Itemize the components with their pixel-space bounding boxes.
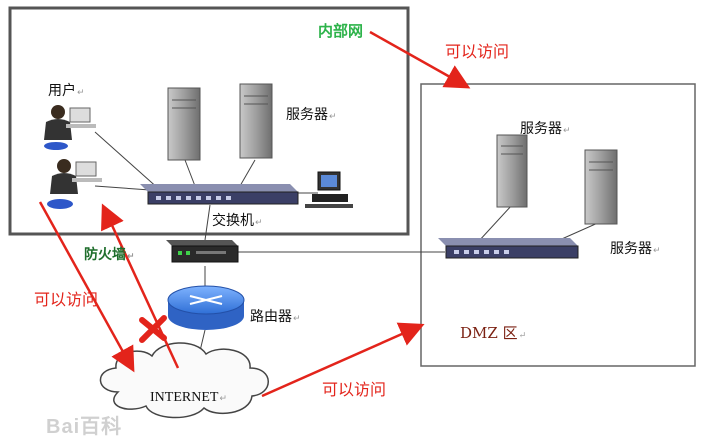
server-dmz-right-label: 服务器↵	[610, 241, 661, 257]
access-label-left: 可以访问	[34, 290, 99, 309]
arrow-internal-to-dmz	[369, 30, 471, 89]
user-label: 用户↵	[48, 83, 85, 99]
dmz-server-1	[496, 134, 528, 208]
internal-server-1	[167, 87, 201, 161]
router-label: 路由器↵	[250, 309, 301, 325]
internal-server-2	[239, 83, 273, 159]
arrow-internet-to-dmz	[261, 322, 425, 398]
arrow-user-to-internet	[38, 201, 135, 373]
router-device	[167, 285, 245, 330]
firewall-device	[166, 240, 239, 263]
internal-switch	[140, 184, 299, 205]
dmz-server-2	[584, 149, 618, 225]
watermark-logo: Bai百科	[46, 416, 123, 438]
blocked-x-mark	[139, 315, 167, 343]
access-label-bottom: 可以访问	[322, 380, 387, 399]
access-label-top: 可以访问	[445, 42, 510, 61]
internal-net-label: 内部网	[318, 22, 364, 40]
dmz-switch	[438, 238, 579, 259]
server-internal-label: 服务器↵	[286, 107, 337, 123]
internal-network-zone	[8, 6, 410, 236]
server-dmz-top-label: 服务器↵	[520, 121, 571, 137]
workstation-computer	[305, 171, 353, 208]
arrow-internet-to-user-blocked	[101, 203, 180, 369]
red-arrows	[38, 30, 471, 398]
switch-label: 交换机↵	[212, 213, 263, 229]
internet-label: INTERNET↵	[150, 390, 227, 405]
user-2	[47, 159, 102, 209]
dmz-label: DMZ 区↵	[460, 324, 527, 342]
dmz-zone	[420, 83, 696, 367]
firewall-label: 防火墙↵	[84, 247, 135, 263]
user-1	[44, 105, 96, 150]
